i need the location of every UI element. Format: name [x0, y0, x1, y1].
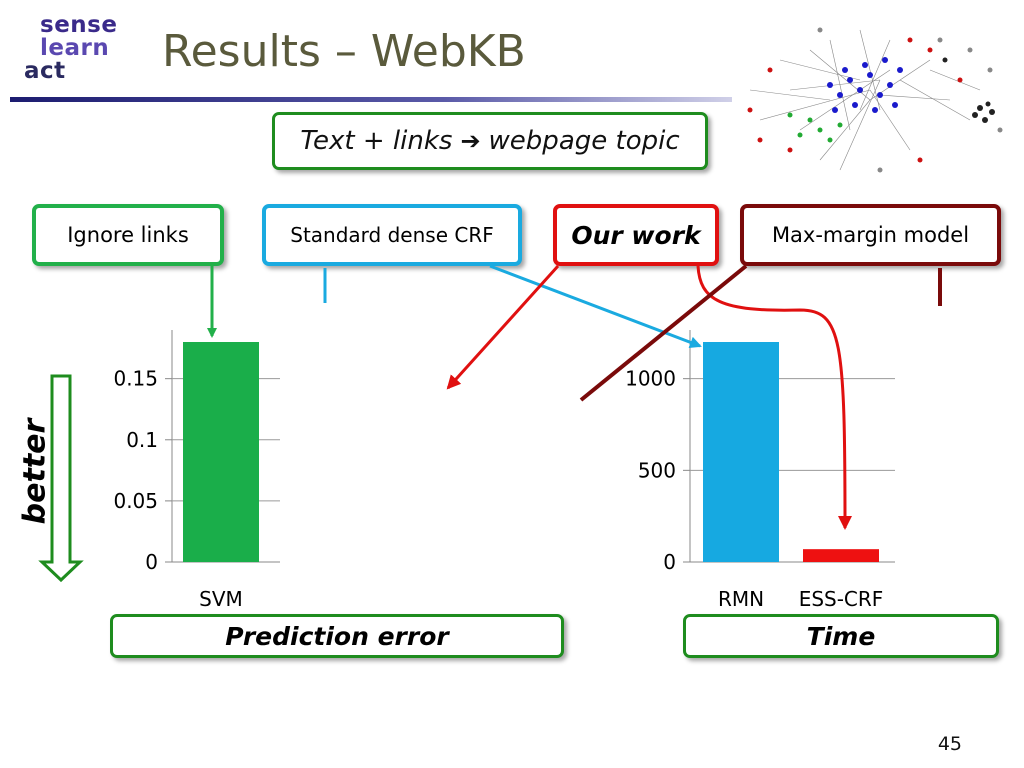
left-bars — [183, 342, 259, 562]
category-label-rmn: RMN — [718, 587, 764, 611]
page-number: 45 — [937, 733, 962, 755]
left-y-tick-label: 0.05 — [113, 489, 158, 513]
graph-nodes-red — [747, 37, 963, 163]
left-y-tick-label: 0.15 — [113, 367, 158, 391]
time-label: Time — [683, 614, 999, 658]
right-y-tick-label: 0 — [663, 550, 676, 574]
callout-ignore-links: Ignore links — [32, 204, 224, 266]
network-graph-image — [747, 27, 1003, 173]
graph-nodes-gray — [817, 27, 1003, 173]
task-description-box: Text + links ➔ webpage topic — [272, 112, 708, 170]
callout-max-margin: Max-margin model — [740, 204, 1001, 266]
bar-svm — [183, 342, 259, 562]
logo-line-3: act — [24, 58, 66, 84]
slide-title: Results – WebKB — [162, 26, 526, 77]
graph-cluster-black — [942, 57, 995, 123]
category-label-svm: SVM — [199, 587, 243, 611]
right-y-tick-label: 1000 — [625, 367, 676, 391]
right-arrow-icon: ➔ — [460, 127, 481, 155]
graph-cluster-blue — [827, 57, 903, 113]
task-input-text: Text + links — [300, 126, 453, 156]
right-y-ticks: 0 500 1000 — [625, 367, 690, 574]
right-categories: RMN ESS-CRF — [718, 587, 883, 611]
prediction-error-label: Prediction error — [110, 614, 564, 658]
logo: sense learn act — [20, 14, 130, 90]
connector-max-margin-line — [579, 264, 748, 402]
graph-edges — [749, 29, 981, 171]
bar-rmn — [703, 342, 779, 562]
left-categories: SVM — [199, 587, 243, 611]
category-label-ess-crf: ESS-CRF — [799, 587, 884, 611]
right-bars — [703, 342, 879, 562]
logo-line-2: learn — [40, 35, 110, 61]
right-y-tick-label: 500 — [638, 458, 676, 482]
prediction-error-chart: 0 0.05 0.1 0.15 SVM — [113, 330, 280, 611]
arrow-our-work-to-error — [446, 264, 560, 390]
callout-our-work: Our work — [553, 204, 719, 266]
left-y-ticks: 0 0.05 0.1 0.15 — [113, 367, 172, 574]
time-chart: 0 500 1000 RMN ESS-CRF — [625, 330, 895, 611]
title-rule — [10, 97, 732, 102]
logo-line-1: sense — [40, 12, 118, 38]
left-y-tick-label: 0 — [145, 550, 158, 574]
better-label: better — [17, 418, 53, 525]
task-output-text: webpage topic — [488, 126, 680, 156]
better-down-arrow-icon — [38, 374, 84, 583]
bar-ess-crf — [803, 549, 879, 562]
left-y-tick-label: 0.1 — [126, 428, 158, 452]
callout-standard-crf: Standard dense CRF — [262, 204, 522, 266]
graph-cluster-green — [787, 112, 843, 143]
